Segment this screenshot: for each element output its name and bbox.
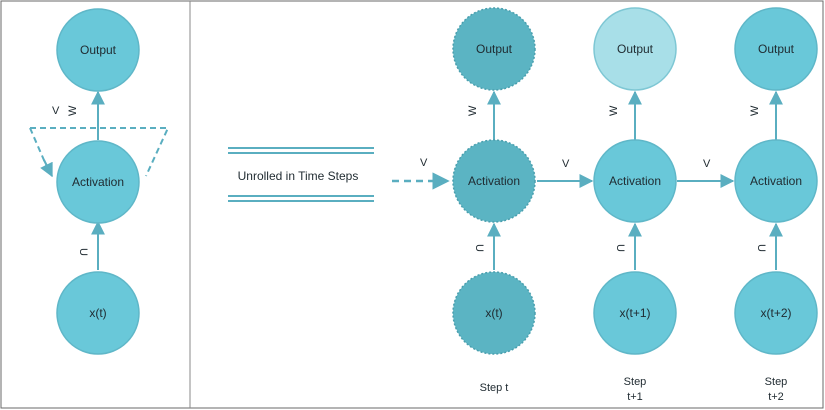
step-t2-caption-line1: Step (765, 376, 788, 388)
step-t2-caption-line2: t+2 (768, 391, 784, 403)
step-t: U W Output Activation x(t) Step t (452, 7, 536, 394)
step-t1-caption-line1: Step (624, 376, 647, 388)
step-t-activation-label: Activation (468, 174, 520, 188)
step-t1-caption-line2: t+1 (627, 391, 643, 403)
step-t2-activation-label: Activation (750, 174, 802, 188)
step-t-w-label: W (467, 105, 479, 116)
step-t1: U W Output Activation x(t+1) Step t+1 (593, 7, 677, 403)
step-t-u-label: U (473, 244, 485, 252)
step-t2-u-label: U (755, 244, 767, 252)
folded-input-node (56, 271, 140, 355)
folded-u-label: U (77, 248, 89, 256)
folded-output-node (56, 8, 140, 92)
folded-input-label: x(t) (89, 306, 106, 320)
banner-label: Unrolled in Time Steps (238, 169, 359, 183)
step-t2-input-node (734, 271, 818, 355)
step-t-output-label: Output (476, 42, 513, 56)
step-t1-input-label: x(t+1) (619, 306, 650, 320)
step-t2-activation-node (734, 139, 818, 223)
step-t2-w-label: W (749, 105, 761, 116)
step-t1-u-label: U (614, 244, 626, 252)
step-t1-activation-node (593, 139, 677, 223)
step-t-input-label: x(t) (485, 306, 502, 320)
step-t1-input-node (593, 271, 677, 355)
step-t-activation-node (452, 139, 536, 223)
step-t1-output-label: Output (617, 42, 654, 56)
step-t2: U W Output Activation x(t+2) Step t+2 (734, 7, 818, 403)
step-t-output-node (452, 7, 536, 91)
step-t1-activation-label: Activation (609, 174, 661, 188)
step-t-input-node (452, 271, 536, 355)
folded-rnn: V U W Output Activation x(t) (29, 8, 170, 355)
step-t-caption: Step t (480, 382, 509, 394)
folded-activation-label: Activation (72, 175, 124, 189)
step-t1-output-node (593, 7, 677, 91)
folded-activation-node (56, 140, 140, 224)
v-label-1: V (562, 158, 570, 170)
step-t1-w-label: W (608, 105, 620, 116)
folded-w-label: W (67, 105, 79, 116)
folded-v-arrowhead (40, 159, 53, 178)
step-t2-output-node (734, 7, 818, 91)
unroll-banner: Unrolled in Time Steps (228, 147, 374, 202)
folded-output-label: Output (80, 43, 117, 57)
folded-v-label: V (52, 105, 60, 117)
step-t2-input-label: x(t+2) (760, 306, 791, 320)
v-label-2: V (703, 158, 711, 170)
incoming-v-label: V (420, 157, 428, 169)
step-t2-output-label: Output (758, 42, 795, 56)
unrolled-rnn: V V V U W Output Activation x(t) Step t … (392, 7, 818, 403)
